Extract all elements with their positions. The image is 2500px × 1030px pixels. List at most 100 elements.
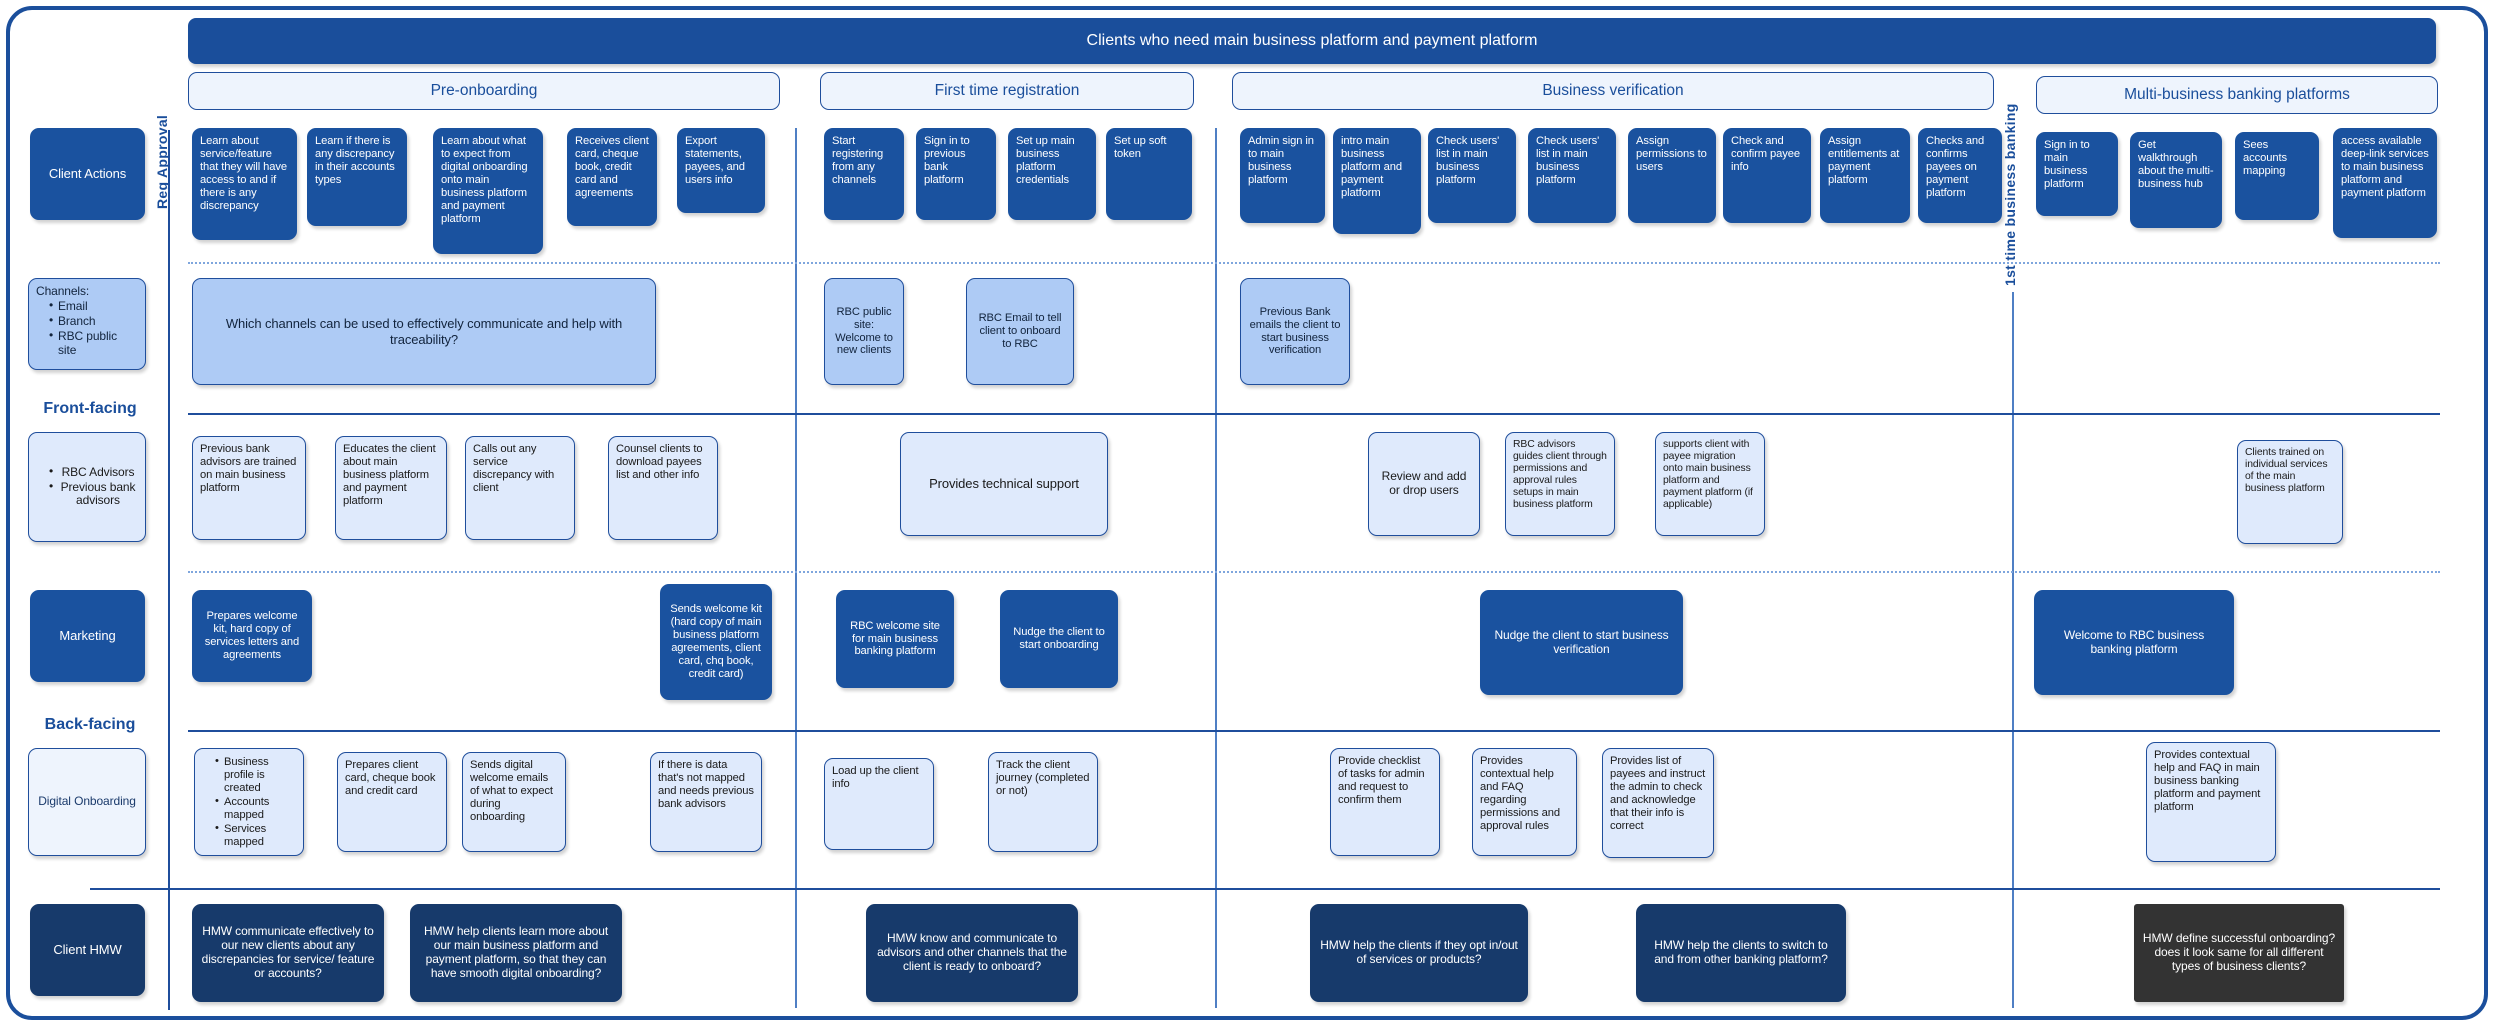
hmw-card[interactable]: HMW define successful onboarding? does i…: [2134, 904, 2344, 1002]
digital-onboarding-card[interactable]: Track the client journey (completed or n…: [988, 752, 1098, 852]
client-action-card[interactable]: Start registering from any channels: [824, 128, 904, 220]
advisor-card[interactable]: Review and add or drop users: [1368, 432, 1480, 536]
client-action-card[interactable]: Check users' list in main business platf…: [1528, 128, 1616, 223]
row-label-marketing: Marketing: [30, 590, 145, 682]
client-action-card[interactable]: Get walkthrough about the multi-business…: [2130, 132, 2222, 228]
client-action-card[interactable]: Admin sign in to main business platform: [1240, 128, 1325, 223]
digital-onboarding-card[interactable]: Provides contextual help and FAQ in main…: [2146, 742, 2276, 862]
digital-onboarding-card[interactable]: Business profile is created Accounts map…: [194, 748, 304, 856]
marketing-card[interactable]: Nudge the client to start business verif…: [1480, 590, 1683, 695]
hmw-card[interactable]: HMW help clients learn more about our ma…: [410, 904, 622, 1002]
channels-list-item: Branch: [49, 314, 138, 329]
journey-banner-title: Clients who need main business platform …: [1086, 32, 1538, 49]
hmw-card[interactable]: HMW communicate effectively to our new c…: [192, 904, 384, 1002]
channels-label-head: Channels:: [36, 284, 90, 298]
phase-label: Business verification: [1542, 82, 1684, 99]
digital-onboarding-card[interactable]: Provide checklist of tasks for admin and…: [1330, 748, 1440, 856]
hmw-card[interactable]: HMW know and communicate to advisors and…: [866, 904, 1078, 1002]
advisor-card[interactable]: Previous bank advisors are trained on ma…: [192, 436, 306, 540]
client-action-card[interactable]: access available deep-link services to m…: [2333, 128, 2437, 238]
advisor-card[interactable]: Provides technical support: [900, 432, 1108, 536]
marketing-card[interactable]: Sends welcome kit (hard copy of main bus…: [660, 584, 772, 700]
advisors-list-item: RBC Advisors: [49, 465, 138, 480]
marketing-card[interactable]: Prepares welcome kit, hard copy of servi…: [192, 590, 312, 682]
digital-onboarding-card[interactable]: Prepares client card, cheque book and cr…: [337, 752, 447, 852]
row-label-advisors: RBC Advisors Previous bank advisors: [28, 432, 146, 542]
channel-card[interactable]: Previous Bank emails the client to start…: [1240, 278, 1350, 385]
client-action-card[interactable]: Learn about service/feature that they wi…: [192, 128, 297, 240]
bullet-item: Business profile is created: [215, 755, 296, 795]
client-action-card[interactable]: Check users' list in main business platf…: [1428, 128, 1516, 223]
hmw-card[interactable]: HMW help the clients if they opt in/out …: [1310, 904, 1528, 1002]
phase-label: Multi-business banking platforms: [2124, 86, 2350, 103]
row-label-text: Client HMW: [53, 942, 122, 958]
advisor-card[interactable]: Educates the client about main business …: [335, 436, 447, 540]
advisors-list: RBC Advisors Previous bank advisors: [36, 465, 138, 510]
client-action-card[interactable]: Set up soft token: [1106, 128, 1192, 220]
phase-label: Pre-onboarding: [430, 82, 538, 99]
digital-onboarding-card[interactable]: Sends digital welcome emails of what to …: [462, 752, 566, 852]
lane-divider-digital-hmw: [90, 888, 2440, 890]
client-action-card[interactable]: Sign in to previous bank platform: [916, 128, 996, 220]
row-label-text: Digital Onboarding: [38, 794, 136, 809]
client-action-card[interactable]: Sign in to main business platform: [2036, 132, 2118, 216]
section-label-text: Front-facing: [43, 400, 137, 417]
lane-divider-actions-channels: [188, 262, 2440, 264]
lane-divider-marketing-digital: [188, 730, 2440, 732]
divider-phase-1: [795, 128, 797, 1008]
client-action-card[interactable]: Check and confirm payee info: [1723, 128, 1811, 223]
row-label-client-hmw: Client HMW: [30, 904, 145, 996]
advisor-card[interactable]: supports client with payee migration ont…: [1655, 432, 1765, 536]
section-label-front-facing: Front-facing: [0, 400, 180, 418]
bullet-item: Services mapped: [215, 822, 296, 849]
digital-onboarding-bullets: Business profile is created Accounts map…: [202, 755, 296, 850]
client-action-card[interactable]: Sees accounts mapping: [2235, 132, 2319, 220]
row-label-client-actions: Client Actions: [30, 128, 145, 220]
channel-card[interactable]: Which channels can be used to effectivel…: [192, 278, 656, 385]
client-action-card[interactable]: Learn if there is any discrepancy in the…: [307, 128, 407, 226]
phase-header-business-verification[interactable]: Business verification: [1232, 72, 1994, 110]
client-action-card[interactable]: Checks and confirms payees on payment pl…: [1918, 128, 2002, 223]
section-label-back-facing: Back-facing: [0, 716, 180, 734]
phase-header-multi-business[interactable]: Multi-business banking platforms: [2036, 76, 2438, 114]
divider-reg-approval: [168, 130, 170, 1010]
channels-list-item: Email: [49, 299, 138, 314]
channels-list: Email Branch RBC public site: [36, 299, 138, 358]
advisor-card[interactable]: Calls out any service discrepancy with c…: [465, 436, 575, 540]
lane-divider-advisors-marketing: [188, 571, 2440, 573]
row-label-channels: Channels: Email Branch RBC public site: [28, 278, 146, 370]
row-label-text: Client Actions: [48, 166, 127, 182]
row-label-digital-onboarding: Digital Onboarding: [28, 748, 146, 856]
client-action-card[interactable]: Learn about what to expect from digital …: [433, 128, 543, 254]
divider-phase-3: [2012, 292, 2014, 1008]
marketing-card[interactable]: Welcome to RBC business banking platform: [2034, 590, 2234, 695]
client-action-card[interactable]: intro main business platform and payment…: [1333, 128, 1421, 234]
lane-divider-channels-advisors: [188, 413, 2440, 415]
phase-header-pre-onboarding[interactable]: Pre-onboarding: [188, 72, 780, 110]
row-label-text: Marketing: [59, 628, 116, 644]
phase-header-first-time-registration[interactable]: First time registration: [820, 72, 1194, 110]
channels-list-item: RBC public site: [49, 329, 138, 358]
channel-card[interactable]: RBC public site: Welcome to new clients: [824, 278, 904, 385]
client-action-card[interactable]: Export statements, payees, and users inf…: [677, 128, 765, 213]
marketing-card[interactable]: Nudge the client to start onboarding: [1000, 590, 1118, 688]
advisors-list-item: Previous bank advisors: [49, 480, 138, 509]
client-action-card[interactable]: Assign entitlements at payment platform: [1820, 128, 1910, 223]
digital-onboarding-card[interactable]: If there is data that's not mapped and n…: [650, 752, 762, 852]
client-action-card[interactable]: Receives client card, cheque book, credi…: [567, 128, 657, 226]
advisor-card[interactable]: Counsel clients to download payees list …: [608, 436, 718, 540]
vertical-label-text: 1st time business banking: [2002, 103, 2018, 287]
channel-card[interactable]: RBC Email to tell client to onboard to R…: [966, 278, 1074, 385]
digital-onboarding-card[interactable]: Provides list of payees and instruct the…: [1602, 748, 1714, 858]
digital-onboarding-card[interactable]: Load up the client info: [824, 758, 934, 850]
advisor-card[interactable]: Clients trained on individual services o…: [2237, 440, 2343, 544]
advisor-card[interactable]: RBC advisors guides client through permi…: [1505, 432, 1615, 536]
marketing-card[interactable]: RBC welcome site for main business banki…: [836, 590, 954, 688]
bullet-item: Accounts mapped: [215, 795, 296, 822]
hmw-card[interactable]: HMW help the clients to switch to and fr…: [1636, 904, 1846, 1002]
client-action-card[interactable]: Set up main business platform credential…: [1008, 128, 1096, 220]
digital-onboarding-card[interactable]: Provides contextual help and FAQ regardi…: [1472, 748, 1577, 856]
phase-label: First time registration: [934, 82, 1080, 99]
client-action-card[interactable]: Assign permissions to users: [1628, 128, 1716, 223]
